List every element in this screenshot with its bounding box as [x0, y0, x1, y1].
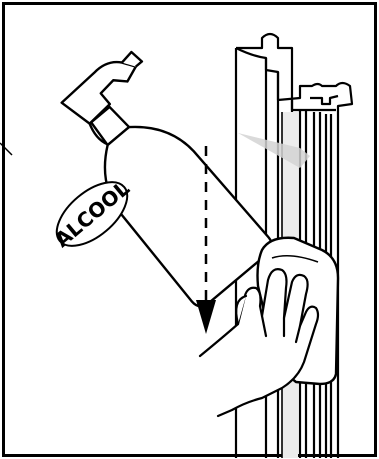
instruction-illustration: ALCOOL — [0, 0, 379, 459]
illustration-canvas: ALCOOL — [0, 0, 379, 459]
